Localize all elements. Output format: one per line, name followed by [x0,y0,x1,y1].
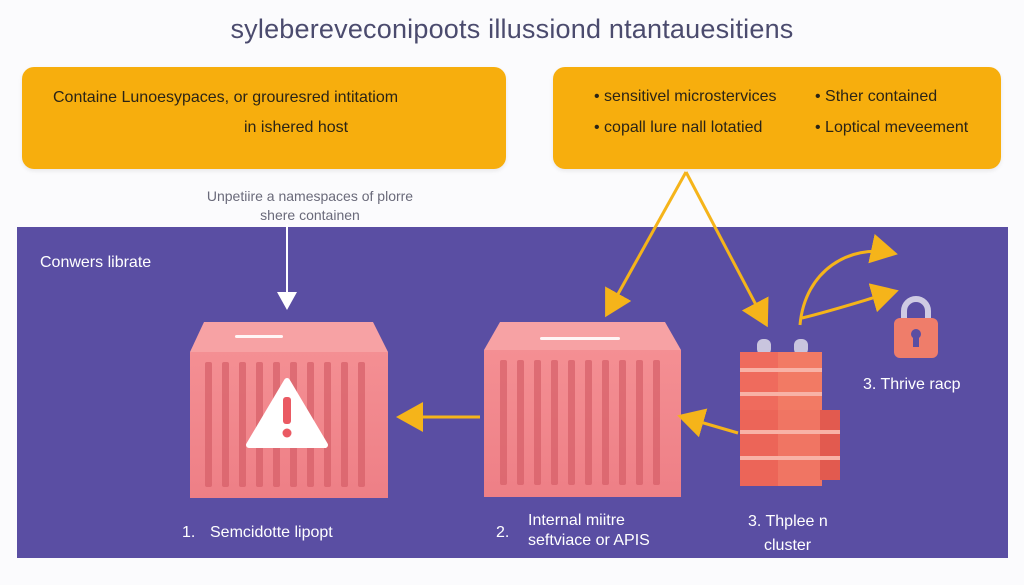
arrow-cluster-to-lock-upper [798,233,898,326]
step-4-label: 3. Thrive racp [863,376,961,393]
step-2-number: 2. [496,524,510,541]
callout-left-line-1: Containe Lunoesypaces, or grouresred int… [53,89,399,106]
arrow-cluster-to-container2 [677,408,739,438]
arrow-callout-to-container [605,171,688,318]
callout-right-item-3: • Sther contained [815,88,938,105]
step-3-line-1: 3. Thplee n [748,513,828,530]
callout-namespaces: Containe Lunoesypaces, or grouresred int… [22,67,506,169]
server-cluster-icon [740,339,840,486]
step-3-line-2: cluster [764,537,812,554]
callout-left-line-2: in ishered host [244,119,349,136]
annotation-note: Unpetiire a namespaces of plorre shere c… [160,187,460,225]
step-1-number: 1. [182,524,196,541]
warning-icon [246,378,328,448]
note-line-1: Unpetiire a namespaces of plorre [206,188,414,204]
note-line-2: shere containen [260,207,360,223]
step-2-line-1: Internal miitre [528,512,625,529]
callout-right-item-4: • Loptical meveement [815,119,969,136]
arrow-callout-to-cluster [684,171,769,328]
panel-label: Conwers librate [40,254,152,271]
step-1-label: Semcidotte lipopt [210,524,333,541]
callout-right-item-1: • sensitivel microstervices [594,88,777,105]
lock-icon [894,296,938,358]
callout-right-item-2: • copall lure nall lotatied [594,119,763,136]
container-icon-2 [484,322,681,500]
arrow-cluster-to-lock-lower [801,283,899,320]
callout-microservices: • sensitivel microstervices • copall lur… [553,67,1001,169]
step-2-line-2: seftviace or APIS [528,532,650,549]
page-title: sylebereveconipoots illussiond ntantaues… [230,14,794,44]
